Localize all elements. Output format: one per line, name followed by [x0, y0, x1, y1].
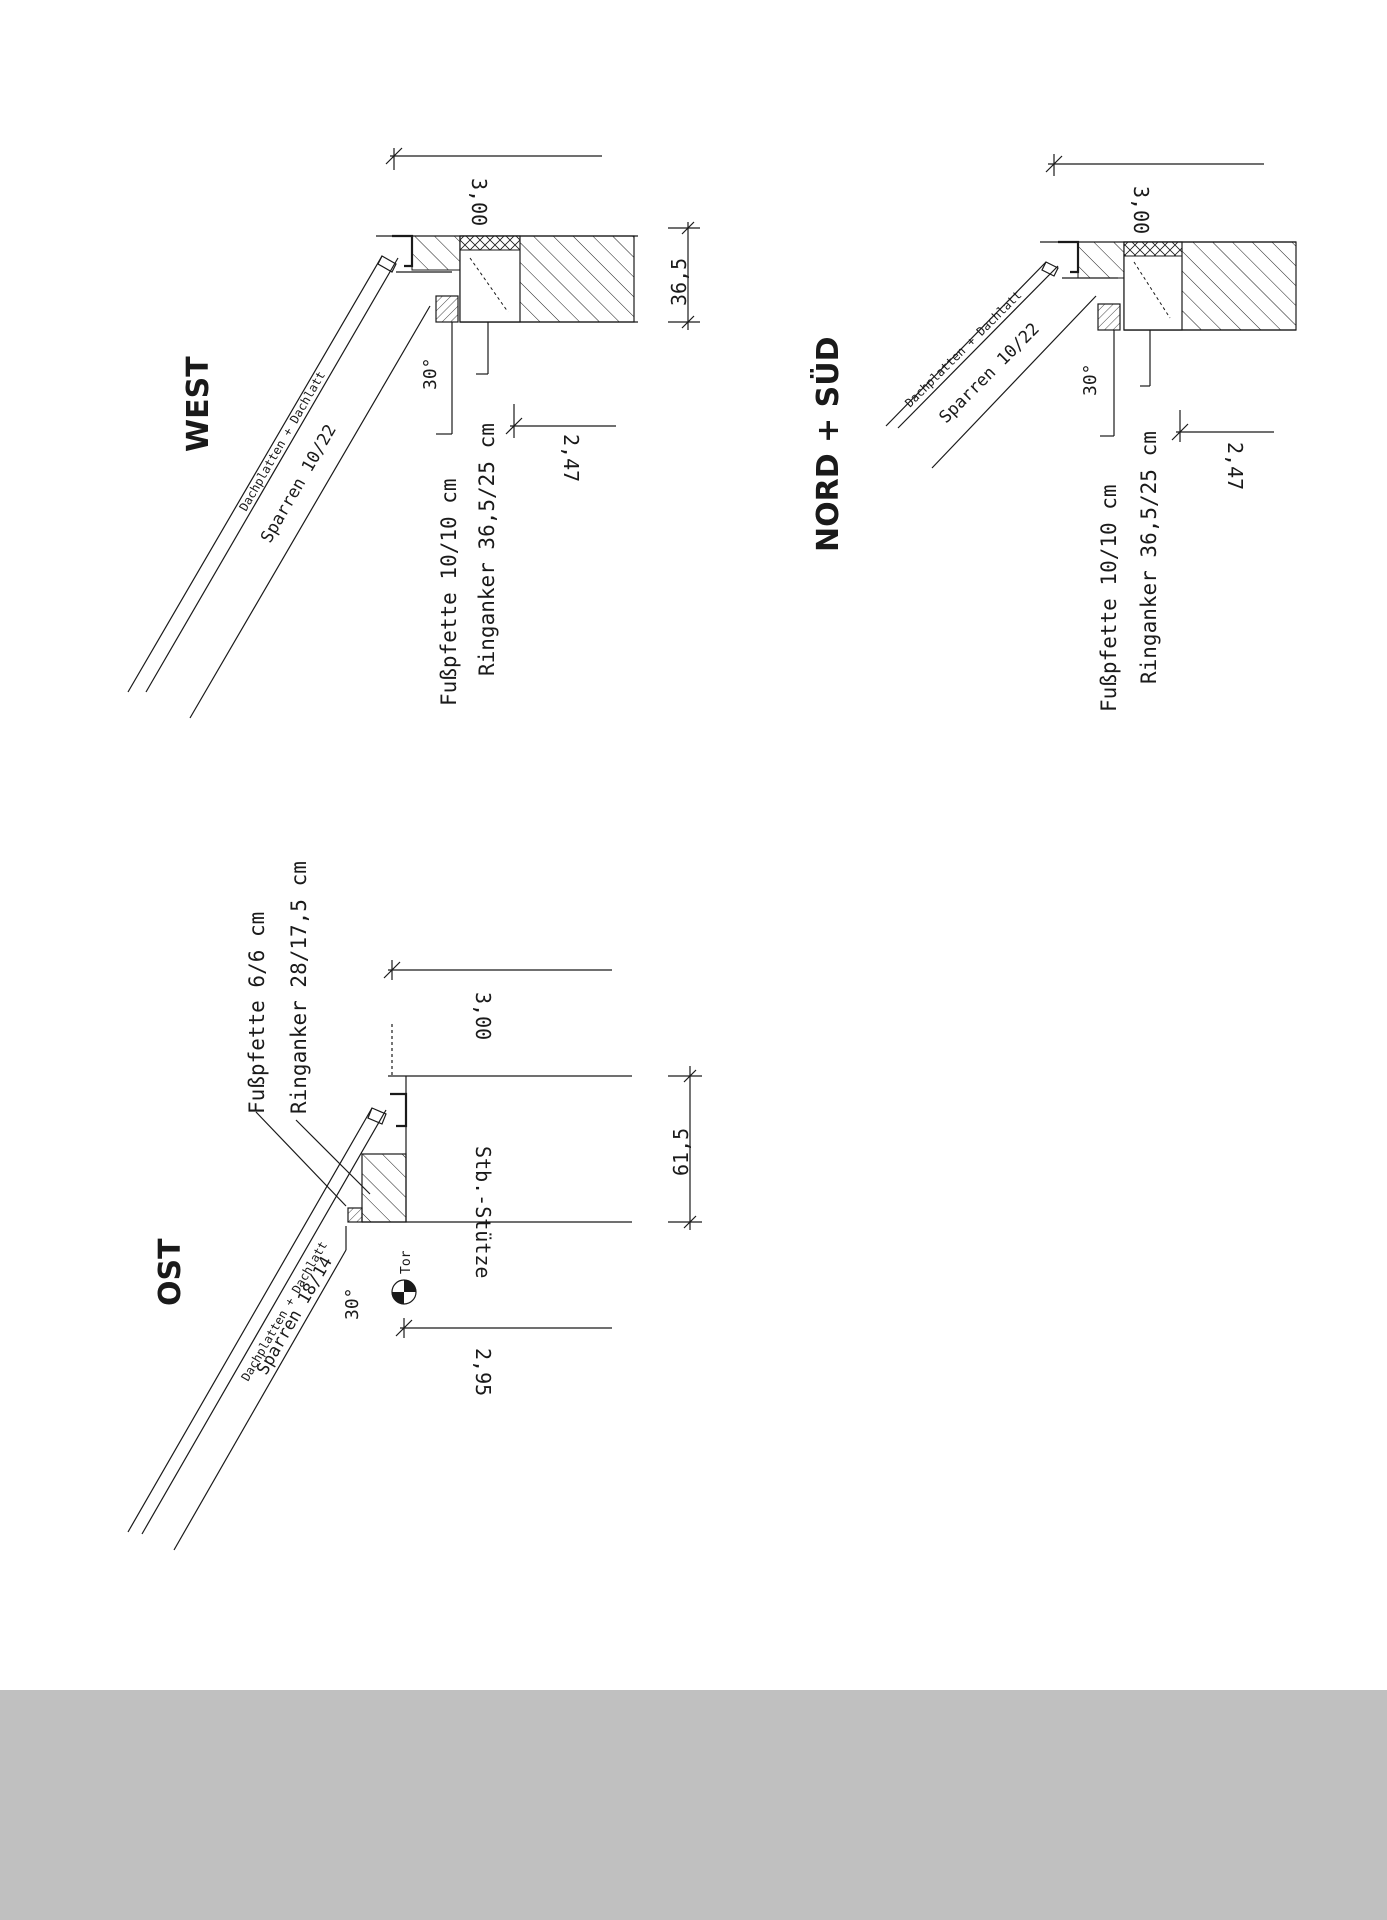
- rafter-line: [173, 1249, 347, 1551]
- roof-line-inner: [897, 265, 1059, 429]
- bottom-band: [0, 1690, 1387, 1920]
- eave-block: [1077, 241, 1125, 279]
- dim-top-nord-sued: 3,00: [1129, 186, 1153, 234]
- eave-block: [411, 235, 461, 271]
- dim-wall-ost: 61,5: [669, 1128, 693, 1176]
- detail-west: WEST Dachplatten + Dachlatt Sparren 10/2…: [127, 147, 700, 719]
- rafter-line: [931, 295, 1097, 469]
- roof-end-cap: [377, 255, 397, 273]
- detail-ost: OST Dachplatten + Dachlatt Sparren 18/14…: [127, 861, 702, 1551]
- rafter-label-west: Sparren 10/22: [257, 421, 341, 546]
- purlin-label-nord-sued: Fußpfette 10/10 cm: [1097, 484, 1121, 712]
- purlin-leader: [255, 1111, 347, 1207]
- gate-label-ost: Tor: [399, 1250, 414, 1274]
- rafter-label-ost: Sparren 18/14: [253, 1253, 337, 1378]
- purlin: [347, 1207, 363, 1223]
- title-nord-sued: NORD + SÜD: [809, 336, 846, 552]
- dim-wall-west: 36,5: [667, 258, 691, 306]
- dim-top-tick: [1045, 155, 1063, 173]
- dim-top-tick: [385, 147, 403, 165]
- angle-label-ost: 30°: [342, 1287, 363, 1320]
- ring-beam-top: [459, 235, 521, 251]
- roof-end-cap: [367, 1107, 387, 1125]
- gutter: [390, 1092, 408, 1128]
- dim-bottom-nord-sued: 2,47: [1223, 442, 1247, 490]
- purlin-label-west: Fußpfette 10/10 cm: [437, 478, 461, 706]
- dim-wall-tick1: [681, 221, 695, 235]
- gutter: [392, 234, 414, 268]
- purlin: [435, 295, 459, 323]
- roof-line-outer: [885, 261, 1047, 427]
- dim-bottom-tick: [1171, 423, 1189, 441]
- dim-top-ost: 3,00: [471, 992, 495, 1040]
- roof-line-outer: [127, 255, 383, 693]
- ring-beam-label-ost: Ringanker 28/17,5 cm: [287, 861, 311, 1114]
- title-west: WEST: [181, 356, 216, 452]
- roof-end-cap: [1041, 261, 1059, 277]
- dim-bottom-ost: 2,95: [471, 1348, 495, 1396]
- dim-wall-tick2: [681, 315, 695, 329]
- roof-line-outer: [127, 1107, 373, 1533]
- dim-top-tick: [383, 961, 401, 979]
- purlin-label-ost: Fußpfette 6/6 cm: [245, 912, 269, 1114]
- ring-beam-top: [1123, 241, 1183, 257]
- dim-wall-tick2: [683, 1215, 697, 1229]
- column-label-ost: Stb.-Stütze: [471, 1146, 495, 1278]
- title-ost: OST: [153, 1238, 188, 1306]
- ring-beam: [1123, 241, 1183, 331]
- roof-line-inner: [145, 257, 399, 693]
- dim-bottom-tick: [395, 1319, 413, 1337]
- dim-bottom-tick: [505, 417, 523, 435]
- angle-label-west: 30°: [420, 357, 441, 390]
- dim-wall-tick1: [683, 1069, 697, 1083]
- rafter-line: [189, 305, 431, 719]
- ring-beam-dash: [1133, 261, 1171, 319]
- purlin: [1097, 303, 1121, 331]
- ring-beam-dash: [469, 257, 509, 313]
- ring-beam-label-west: Ringanker 36,5/25 cm: [475, 423, 499, 676]
- ring-beam: [361, 1153, 407, 1223]
- dim-bottom-west: 2,47: [559, 434, 583, 482]
- roof-line-inner: [141, 1109, 387, 1535]
- angle-label-nord-sued: 30°: [1080, 363, 1101, 396]
- dim-top-west: 3,00: [467, 178, 491, 226]
- ring-beam-label-nord-sued: Ringanker 36,5/25 cm: [1137, 431, 1161, 684]
- gutter: [1058, 240, 1080, 274]
- ring-leader: [295, 1119, 371, 1195]
- detail-nord-sued: NORD + SÜD Dachplatten + Dachlatt Sparre…: [809, 154, 1297, 712]
